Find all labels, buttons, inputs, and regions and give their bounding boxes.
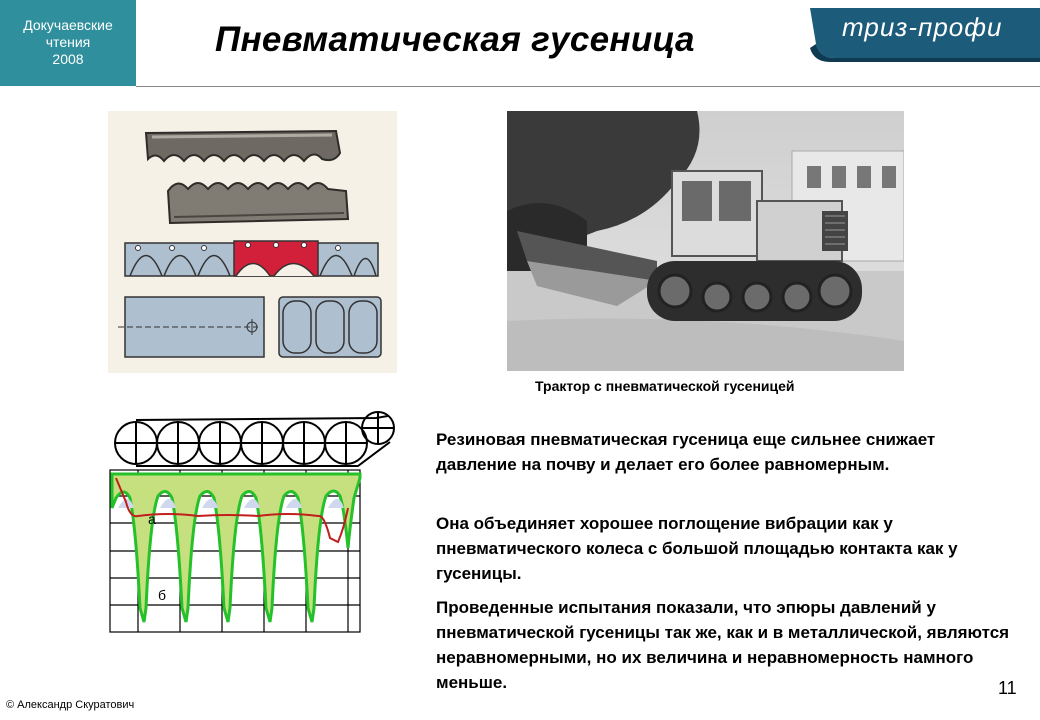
- rubber-segment-top: [144, 129, 342, 163]
- paragraph-1: Резиновая пневматическая гусеница еще си…: [436, 430, 936, 474]
- track-wheels: [114, 411, 395, 467]
- logo-text: триз-профи: [842, 12, 1003, 42]
- label-b: б: [158, 587, 166, 603]
- pressure-diagram: а б: [109, 411, 395, 633]
- track-segment-drawing: [108, 111, 397, 373]
- badge-line-1: Докучаевские: [23, 17, 113, 33]
- paragraph-2: Она объединяет хорошее поглощение вибрац…: [436, 514, 958, 583]
- badge-line-3: 2008: [52, 51, 84, 67]
- rubber-segment-bottom: [166, 182, 350, 225]
- event-badge: Докучаевские чтения 2008: [0, 0, 136, 86]
- segment-plan-view: [118, 296, 265, 358]
- header-divider: [136, 86, 1040, 87]
- tractor-caption: Трактор с пневматической гусеницей: [535, 378, 795, 394]
- slide-number: 11: [998, 678, 1017, 698]
- label-a: а: [148, 511, 156, 527]
- slide-title: Пневматическая гусеница: [215, 20, 695, 59]
- segment-end-view: [278, 296, 382, 358]
- metal-track-epure: [110, 472, 362, 623]
- pneumatic-track-epure: [115, 477, 349, 544]
- badge-line-2: чтения: [45, 34, 91, 50]
- segment-profile: [124, 240, 379, 277]
- paragraph-3: Проведенные испытания показали, что эпюр…: [436, 598, 1010, 692]
- logo-banner: [810, 8, 1040, 62]
- copyright: © Александр Скуратович: [6, 699, 135, 711]
- tractor-photo: [507, 111, 904, 371]
